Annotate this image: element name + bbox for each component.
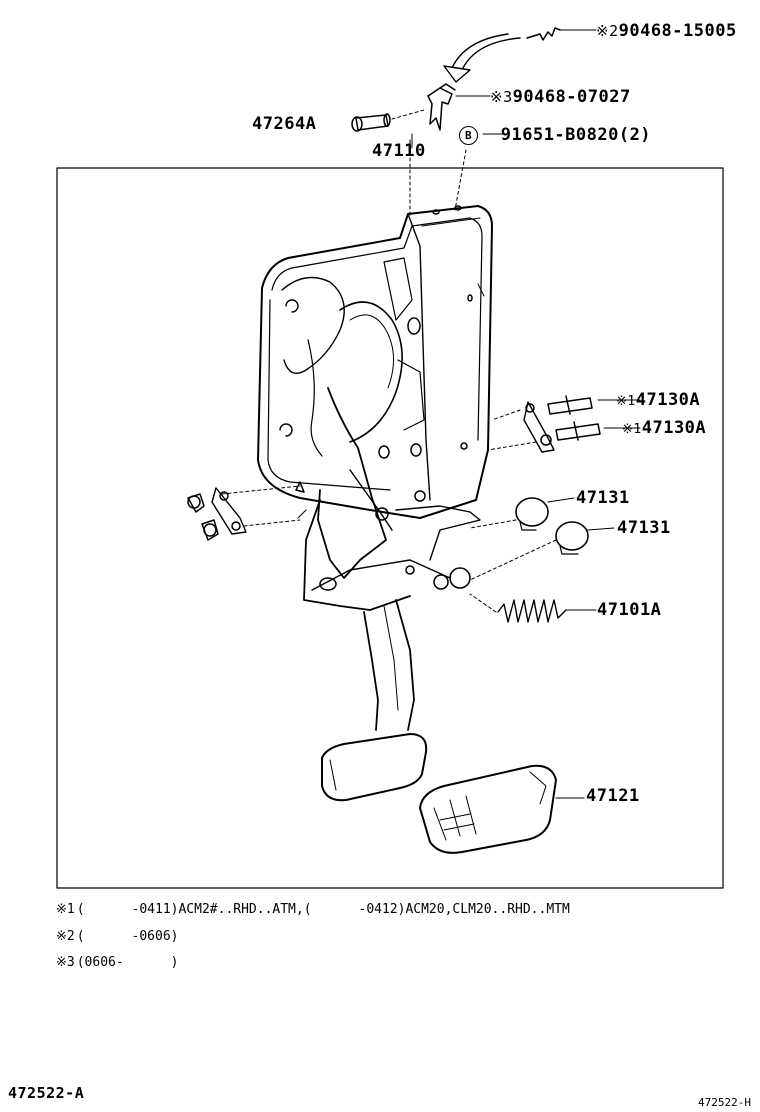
b-badge-icon: B <box>459 125 478 145</box>
part-number: 47130A <box>635 390 701 410</box>
pin-47264a-drawing <box>351 109 425 132</box>
label-47264a[interactable]: 47264A <box>252 114 316 134</box>
footnote-1: ※1( -0411)ACM2#..RHD..ATM,( -0412)ACM20,… <box>56 902 570 917</box>
part-number: 47121 <box>586 786 640 806</box>
spring-47101a-drawing <box>469 593 597 623</box>
diagram-frame <box>56 167 724 889</box>
cushions-drawing <box>469 497 615 581</box>
part-number: 91651-B0820(2) <box>500 125 652 145</box>
clip-90468-07027-drawing <box>427 83 491 131</box>
label-90468-07027[interactable]: ※390468-07027 <box>490 87 631 107</box>
footnote-mark: ※3 <box>56 955 75 970</box>
right-bolts-drawing <box>487 395 641 453</box>
label-90468-15005[interactable]: ※290468-15005 <box>596 21 737 41</box>
footnote-text: ( -0606) <box>76 929 179 944</box>
pedal-pad-47121-drawing <box>419 764 585 854</box>
label-91651-b0820[interactable]: B 91651-B0820(2) <box>459 125 651 145</box>
part-number: 47101A <box>597 600 662 620</box>
footnote-text: (0606- ) <box>76 955 179 970</box>
note-mark: ※3 <box>490 88 513 106</box>
footnote-text: ( -0411)ACM2#..RHD..ATM,( -0412)ACM20,CL… <box>76 902 570 917</box>
note-mark: ※2 <box>596 22 619 40</box>
note-mark: ※1 <box>622 422 642 437</box>
illustration-reference-small: 472522-H <box>698 1096 751 1109</box>
note-mark: ※1 <box>616 394 636 409</box>
part-number: 47264A <box>252 114 317 134</box>
label-47121[interactable]: 47121 <box>586 786 640 806</box>
label-47131-upper[interactable]: 47131 <box>576 488 630 508</box>
bracket-47110-drawing <box>257 205 493 519</box>
footnote-mark: ※2 <box>56 929 75 944</box>
label-47130a-upper[interactable]: ※147130A <box>616 390 700 410</box>
install-arrow <box>443 33 521 83</box>
left-bushings-drawing <box>187 481 307 541</box>
footnote-2: ※2( -0606) <box>56 929 178 944</box>
part-number: 47110 <box>372 141 426 161</box>
illustration-reference: 472522-A <box>8 1084 85 1102</box>
footnote-mark: ※1 <box>56 902 75 917</box>
part-number: 47131 <box>576 488 630 508</box>
clip-90468-15005-drawing <box>526 27 597 41</box>
label-47130a-lower[interactable]: ※147130A <box>622 418 706 438</box>
label-47131-lower[interactable]: 47131 <box>617 518 671 538</box>
part-number: 47130A <box>641 418 707 438</box>
footnote-3: ※3(0606- ) <box>56 955 178 970</box>
label-47101a[interactable]: 47101A <box>597 600 661 620</box>
part-number: 90468-07027 <box>512 87 631 107</box>
label-47110[interactable]: 47110 <box>372 141 426 161</box>
part-number: 47131 <box>617 518 671 538</box>
pedal-lever-drawing <box>303 387 481 802</box>
part-number: 90468-15005 <box>618 21 737 41</box>
